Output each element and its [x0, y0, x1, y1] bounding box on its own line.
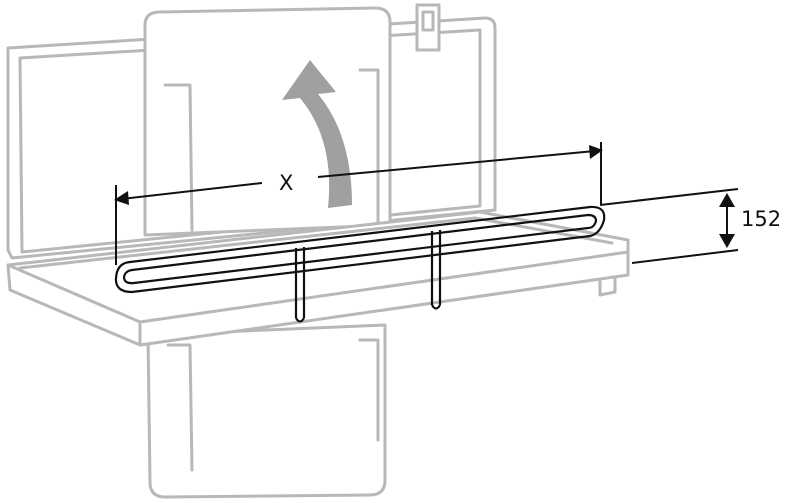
fold-up-arrow-icon — [282, 60, 352, 208]
wall-mount-column — [143, 6, 392, 499]
height-dimension — [599, 188, 739, 264]
changing-table-surface — [6, 210, 630, 347]
lock-box — [415, 3, 441, 52]
width-label: X — [279, 171, 294, 195]
height-label: 152 — [741, 207, 782, 231]
guard-rail — [114, 205, 606, 323]
width-dimension — [114, 142, 603, 265]
